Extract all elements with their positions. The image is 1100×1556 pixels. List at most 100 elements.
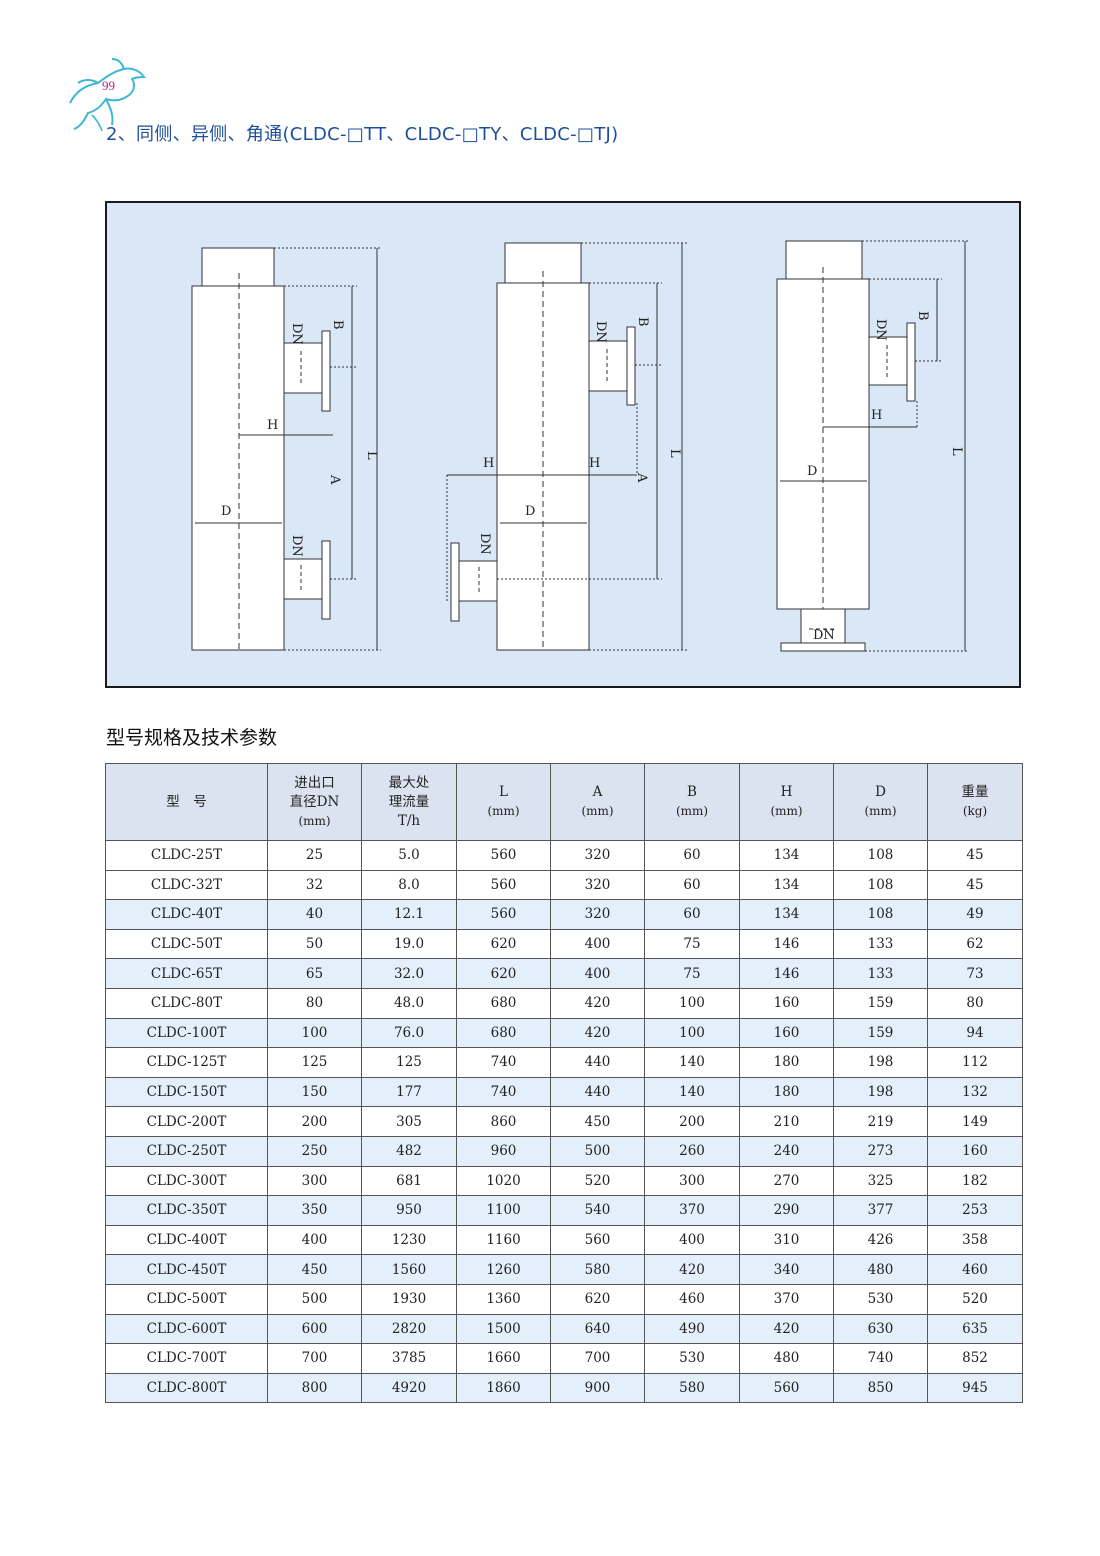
value-cell: 150: [267, 1076, 362, 1108]
label-dn-bottom: DN: [477, 533, 492, 555]
value-cell: 426: [833, 1224, 928, 1256]
value-cell: 140: [644, 1047, 740, 1078]
label-b: B: [330, 320, 345, 330]
value-cell: 630: [833, 1313, 928, 1345]
value-cell: 94: [927, 1017, 1023, 1049]
value-cell: 480: [739, 1343, 834, 1374]
model-cell: CLDC-300T: [105, 1165, 268, 1197]
column-header-line: 重量: [961, 784, 989, 800]
value-cell: 1160: [456, 1224, 551, 1256]
value-cell: 12.1: [361, 899, 457, 930]
value-cell: 620: [456, 958, 551, 989]
value-cell: 560: [739, 1372, 834, 1404]
column-header-line: (mm): [487, 804, 520, 818]
value-cell: 482: [361, 1135, 457, 1167]
column-header-line: 最大处: [388, 774, 430, 791]
value-cell: 240: [739, 1135, 834, 1167]
column-header: 进出口直径DN(mm): [267, 763, 362, 841]
value-cell: 198: [833, 1047, 928, 1078]
value-cell: 400: [267, 1224, 362, 1256]
value-cell: 40: [267, 899, 362, 930]
table-heading: 型号规格及技术参数: [106, 727, 278, 749]
value-cell: 480: [833, 1254, 928, 1285]
label-a: A: [327, 474, 342, 485]
column-header-line: H: [780, 784, 793, 800]
value-cell: 700: [267, 1343, 362, 1374]
value-cell: 160: [739, 987, 834, 1019]
column-header: B(mm): [644, 763, 740, 841]
value-cell: 580: [644, 1372, 740, 1404]
value-cell: 620: [456, 928, 551, 960]
value-cell: 700: [550, 1343, 645, 1374]
model-cell: CLDC-150T: [105, 1076, 268, 1108]
value-cell: 290: [739, 1195, 834, 1226]
value-cell: 325: [833, 1165, 928, 1197]
model-cell: CLDC-80T: [105, 987, 268, 1019]
value-cell: 420: [550, 987, 645, 1019]
value-cell: 48.0: [361, 987, 457, 1019]
value-cell: 500: [550, 1135, 645, 1167]
value-cell: 530: [644, 1343, 740, 1374]
label-b: B: [635, 317, 650, 327]
value-cell: 370: [739, 1283, 834, 1315]
value-cell: 680: [456, 1017, 551, 1049]
value-cell: 800: [267, 1372, 362, 1404]
value-cell: 1360: [456, 1283, 551, 1315]
value-cell: 1020: [456, 1165, 551, 1197]
value-cell: 134: [739, 869, 834, 901]
model-cell: CLDC-800T: [105, 1372, 268, 1404]
value-cell: 45: [927, 869, 1023, 901]
page-number: 99: [102, 78, 115, 93]
value-cell: 460: [644, 1283, 740, 1315]
value-cell: 2820: [361, 1313, 457, 1345]
label-h: H: [267, 418, 278, 433]
value-cell: 560: [456, 840, 551, 871]
value-cell: 160: [927, 1135, 1023, 1167]
value-cell: 340: [739, 1254, 834, 1285]
value-cell: 100: [644, 1017, 740, 1049]
column-header-line: A: [592, 784, 603, 800]
label-h: H: [871, 408, 882, 423]
value-cell: 270: [739, 1165, 834, 1197]
value-cell: 75: [644, 958, 740, 989]
value-cell: 159: [833, 987, 928, 1019]
value-cell: 620: [550, 1283, 645, 1315]
value-cell: 740: [456, 1076, 551, 1108]
value-cell: 400: [550, 958, 645, 989]
value-cell: 1500: [456, 1313, 551, 1345]
value-cell: 400: [550, 928, 645, 960]
value-cell: 273: [833, 1135, 928, 1167]
value-cell: 310: [739, 1224, 834, 1256]
value-cell: 1930: [361, 1283, 457, 1315]
label-a: A: [634, 472, 649, 483]
value-cell: 560: [456, 869, 551, 901]
value-cell: 860: [456, 1106, 551, 1137]
technical-drawing: H D DN DN B A L: [191, 240, 969, 652]
label-d: D: [525, 504, 535, 519]
value-cell: 19.0: [361, 928, 457, 960]
value-cell: 200: [267, 1106, 362, 1137]
model-cell: CLDC-350T: [105, 1195, 268, 1226]
model-cell: CLDC-32T: [105, 869, 268, 901]
column-header: L(mm): [456, 763, 551, 841]
value-cell: 740: [833, 1343, 928, 1374]
column-header-line: 直径DN: [289, 793, 340, 810]
value-cell: 900: [550, 1372, 645, 1404]
value-cell: 1230: [361, 1224, 457, 1256]
value-cell: 133: [833, 928, 928, 960]
value-cell: 370: [644, 1195, 740, 1226]
value-cell: 420: [739, 1313, 834, 1345]
value-cell: 635: [927, 1313, 1023, 1345]
